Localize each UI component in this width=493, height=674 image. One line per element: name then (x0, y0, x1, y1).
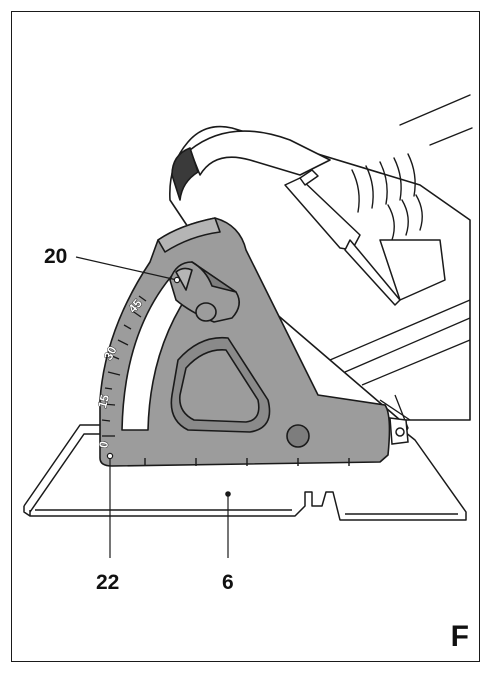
figure-frame (11, 11, 480, 662)
leader-lines (75, 256, 231, 558)
blade-guard-lines (329, 299, 471, 441)
callout-bevel-scale: 22 (96, 571, 120, 594)
housing-ribs (351, 94, 473, 241)
callout-base-plate: 6 (222, 571, 234, 594)
figure-letter: F (450, 620, 469, 653)
callout-bevel-lever: 20 (44, 245, 68, 268)
bevel-scale-ticks (101, 295, 147, 437)
depth-clamp (284, 169, 446, 306)
bracket-hinge (389, 417, 409, 445)
scale-mark-0: 0 (96, 440, 111, 449)
scale-mark-15: 15 (95, 393, 112, 410)
bevel-lock-lever (169, 261, 240, 323)
bracket-edge-ticks (144, 458, 350, 466)
